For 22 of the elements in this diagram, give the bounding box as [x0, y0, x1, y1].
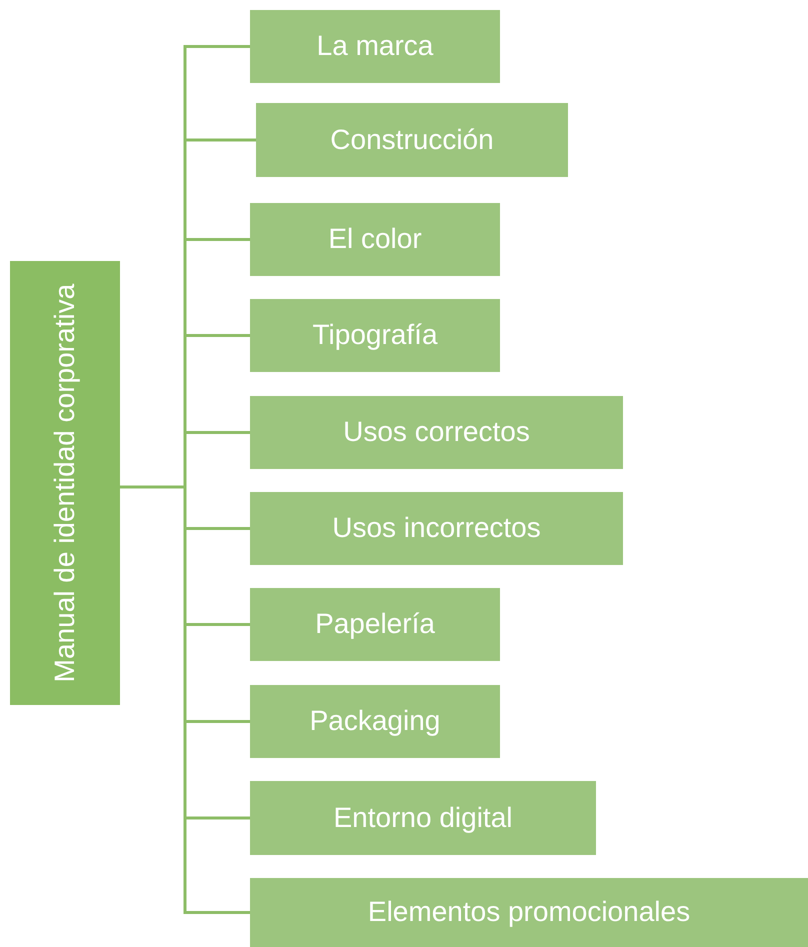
topic-label: La marca [316, 30, 434, 63]
topic-label: El color [328, 223, 422, 256]
topic-label: Construcción [330, 124, 494, 156]
topic-box [250, 685, 500, 758]
topic-label: Papelería [315, 608, 435, 641]
topic-box [256, 103, 568, 177]
topic-box [250, 588, 500, 661]
topic-box [250, 10, 500, 83]
root-title: Manual de identidad corporativa [48, 282, 81, 684]
topic-box [250, 396, 623, 469]
topic-label: Tipografía [312, 319, 438, 352]
topic-label: Entorno digital [333, 802, 512, 834]
topic-box [250, 299, 500, 372]
topic-label: Elementos promocionales [368, 896, 690, 929]
topic-label: Usos incorrectos [332, 512, 541, 545]
topic-box [250, 203, 500, 276]
topic-box [250, 781, 596, 855]
topic-box [250, 492, 623, 565]
topic-box [250, 878, 808, 947]
topic-label: Packaging [310, 705, 440, 738]
topic-label: Usos correctos [343, 416, 530, 449]
root-box [10, 261, 120, 705]
